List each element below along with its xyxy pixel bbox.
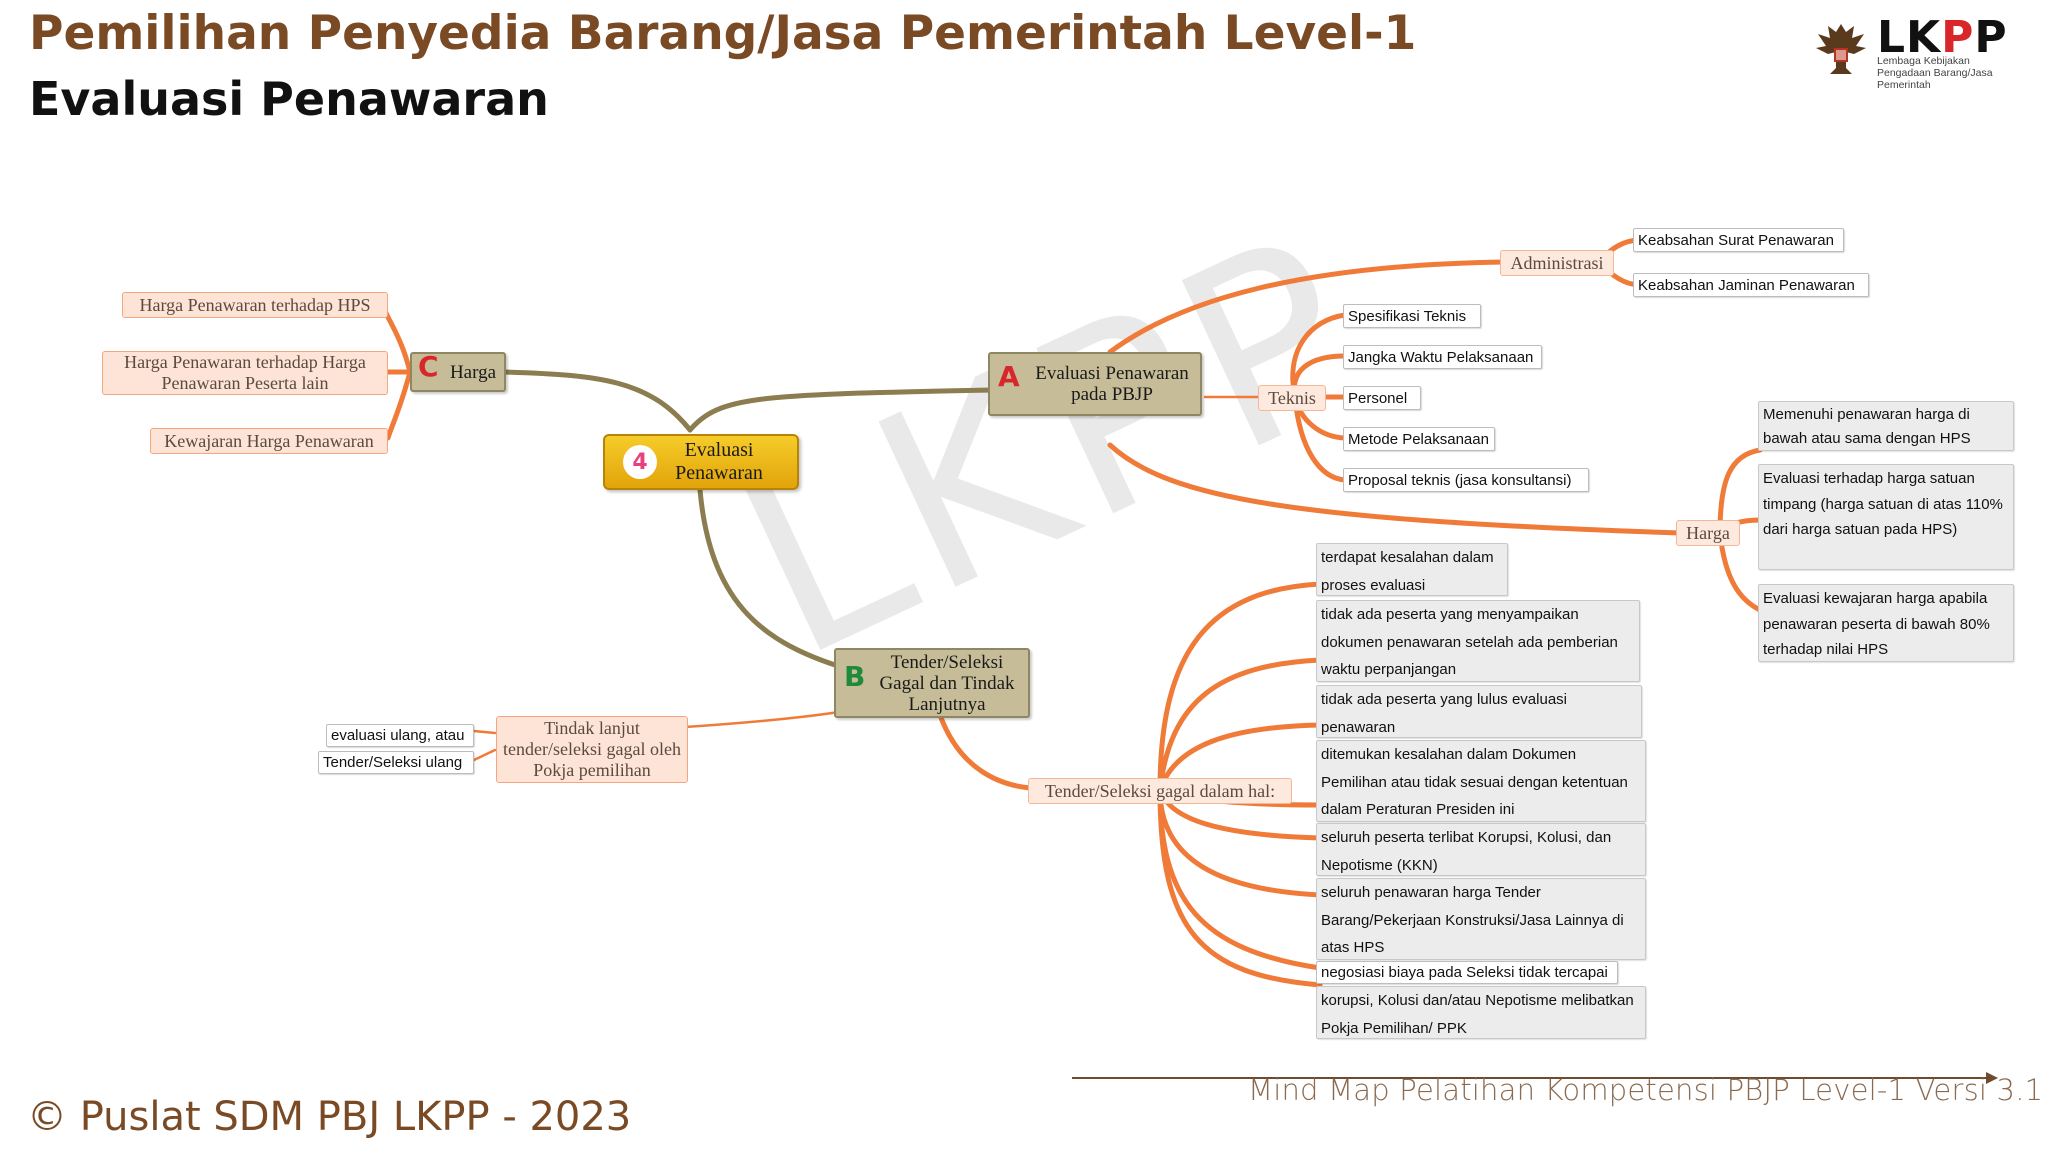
- letter-c-icon: C: [418, 350, 439, 383]
- teknis-item-personel[interactable]: Personel: [1343, 386, 1421, 410]
- teknis-item-jangka[interactable]: Jangka Waktu Pelaksanaan: [1343, 345, 1542, 369]
- gagal-item-tidak-lulus[interactable]: tidak ada peserta yang lulus evaluasi pe…: [1316, 685, 1642, 738]
- teknis-node[interactable]: Teknis: [1258, 385, 1326, 411]
- branch-a-label: Evaluasi Penawaran pada PBJP: [1035, 363, 1189, 405]
- harga-a-node[interactable]: Harga: [1676, 520, 1740, 546]
- letter-a-icon: A: [998, 360, 1020, 393]
- topic-number-badge: 4: [623, 445, 657, 479]
- c-item-hps[interactable]: Harga Penawaran terhadap HPS: [122, 292, 388, 318]
- footer-copyright: © Puslat SDM PBJ LKPP - 2023: [27, 1094, 632, 1140]
- teknis-item-spesifikasi[interactable]: Spesifikasi Teknis: [1343, 304, 1481, 328]
- central-node-label: Evaluasi Penawaran: [675, 439, 763, 484]
- footer-version: Mind Map Pelatihan Kompetensi PBJP Level…: [1248, 1073, 2044, 1107]
- tindak-item-tender-ulang[interactable]: Tender/Seleksi ulang: [318, 751, 474, 774]
- administrasi-node[interactable]: Administrasi: [1500, 250, 1614, 276]
- tindak-item-evaluasi-ulang[interactable]: evaluasi ulang, atau: [326, 724, 474, 747]
- teknis-item-metode[interactable]: Metode Pelaksanaan: [1343, 427, 1495, 451]
- harga-a-item-timpang[interactable]: Evaluasi terhadap harga satuan timpang (…: [1758, 464, 2014, 570]
- page-subtitle: Evaluasi Penawaran: [29, 72, 549, 126]
- teknis-item-proposal[interactable]: Proposal teknis (jasa konsultansi): [1343, 468, 1589, 492]
- gagal-item-kesalahan-evaluasi[interactable]: terdapat kesalahan dalam proses evaluasi: [1316, 543, 1508, 596]
- harga-a-item-memenuhi[interactable]: Memenuhi penawaran harga di bawah atau s…: [1758, 401, 2014, 451]
- harga-a-item-kewajaran[interactable]: Evaluasi kewajaran harga apabila penawar…: [1758, 584, 2014, 662]
- branch-c-node[interactable]: C Harga: [410, 352, 506, 392]
- admin-item-jaminan[interactable]: Keabsahan Jaminan Penawaran: [1633, 273, 1869, 297]
- gagal-item-di-atas-hps[interactable]: seluruh penawaran harga Tender Barang/Pe…: [1316, 878, 1646, 960]
- logo-tagline: Lembaga Kebijakan Pengadaan Barang/Jasa …: [1877, 55, 1993, 91]
- admin-item-surat[interactable]: Keabsahan Surat Penawaran: [1633, 228, 1844, 252]
- branch-a-node[interactable]: A Evaluasi Penawaran pada PBJP: [988, 352, 1202, 416]
- logo-wordmark: LKPP: [1877, 12, 2008, 63]
- gagal-item-kkn-pokja[interactable]: korupsi, Kolusi dan/atau Nepotisme melib…: [1316, 986, 1646, 1039]
- tender-gagal-node[interactable]: Tender/Seleksi gagal dalam hal:: [1028, 778, 1292, 804]
- branch-b-node[interactable]: B Tender/Seleksi Gagal dan Tindak Lanjut…: [834, 648, 1030, 718]
- branch-c-label: Harga: [449, 361, 497, 383]
- tindak-lanjut-node[interactable]: Tindak lanjut tender/seleksi gagal oleh …: [496, 716, 688, 783]
- gagal-item-tidak-ada-peserta[interactable]: tidak ada peserta yang menyampaikan doku…: [1316, 600, 1640, 682]
- page-title: Pemilihan Penyedia Barang/Jasa Pemerinta…: [29, 6, 1417, 61]
- gagal-item-kkn-peserta[interactable]: seluruh peserta terlibat Korupsi, Kolusi…: [1316, 823, 1646, 876]
- branch-b-label: Tender/Seleksi Gagal dan Tindak Lanjutny…: [879, 651, 1015, 715]
- letter-b-icon: B: [844, 660, 866, 693]
- garuda-emblem-icon: [1816, 24, 1866, 74]
- gagal-item-kesalahan-dokumen[interactable]: ditemukan kesalahan dalam Dokumen Pemili…: [1316, 740, 1646, 822]
- central-node[interactable]: 4 Evaluasi Penawaran: [603, 434, 799, 490]
- c-item-kewajaran[interactable]: Kewajaran Harga Penawaran: [150, 428, 388, 454]
- c-item-peserta-lain[interactable]: Harga Penawaran terhadap Harga Penawaran…: [102, 351, 388, 395]
- gagal-item-negosiasi[interactable]: negosiasi biaya pada Seleksi tidak terca…: [1316, 961, 1618, 984]
